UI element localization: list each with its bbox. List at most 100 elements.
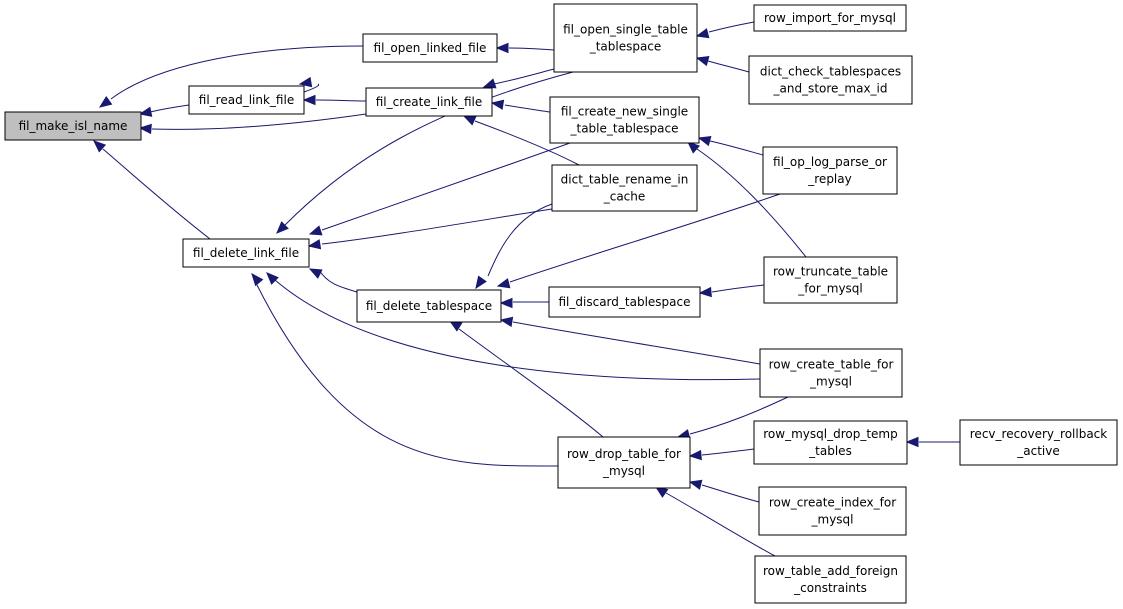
node-fil-open-single-table-tablespace[interactable]: fil_open_single_table_tablespace	[553, 3, 698, 73]
edge-line	[711, 284, 765, 293]
node-fil-make-isl-name[interactable]: fil_make_isl_name	[4, 111, 142, 141]
node-fil-delete-link-file[interactable]: fil_delete_link_file	[182, 238, 310, 268]
node-row-truncate-table-for-mysql[interactable]: row_truncate_table _for_mysql	[763, 256, 898, 304]
edge-fil_create_new_single_table_tablespace-to-fil_create_link_file	[490, 99, 551, 113]
node-label: _replay	[807, 172, 851, 186]
edge-line	[708, 21, 755, 33]
node-fil-open-linked-file[interactable]: fil_open_linked_file	[362, 33, 498, 63]
node-label: fil_create_link_file	[376, 95, 482, 109]
arrowhead-icon	[499, 316, 514, 328]
node-label: recv_recovery_rollback	[970, 427, 1108, 441]
edge-row_import_for_mysql-to-fil_open_single_table_tablespace	[695, 21, 755, 39]
node-row-table-add-foreign-constraints[interactable]: row_table_add_foreign_constraints	[754, 555, 907, 604]
node-label: fil_open_linked_file	[374, 41, 487, 55]
edge-line	[102, 148, 211, 240]
edge-fil_create_new_single_table_tablespace-to-fil_delete_link_file	[308, 142, 571, 236]
edge-line	[512, 321, 761, 365]
arrowhead-icon	[482, 78, 497, 89]
node-label: _cache	[603, 190, 646, 204]
node-box	[759, 348, 903, 398]
arrowhead-icon	[308, 268, 323, 279]
node-fil-delete-tablespace[interactable]: fil_delete_tablespace	[356, 289, 502, 323]
node-box	[754, 555, 907, 604]
node-dict-table-rename-in-cache[interactable]: dict_table_rename_in_cache	[551, 164, 698, 212]
node-label: fil_delete_tablespace	[366, 299, 492, 313]
node-label: fil_make_isl_name	[19, 119, 128, 133]
arrowhead-icon	[687, 141, 701, 154]
edge-line	[707, 60, 750, 73]
edge-row_drop_table_for_mysql-to-fil_delete_tablespace	[448, 320, 604, 438]
node-box	[362, 33, 498, 63]
node-label: _mysql	[811, 513, 854, 527]
node-box	[758, 486, 907, 536]
node-fil-discard-tablespace[interactable]: fil_discard_tablespace	[548, 286, 701, 318]
node-box	[549, 96, 700, 144]
edge-fil_op_log_parse_or_replay-to-fil_delete_tablespace	[496, 193, 781, 289]
node-box	[188, 85, 305, 115]
node-label: dict_check_tablespaces	[760, 65, 901, 79]
edges-layer	[93, 21, 960, 557]
node-box	[356, 289, 502, 323]
node-row-mysql-drop-temp-tables[interactable]: row_mysql_drop_temp_tables	[753, 420, 908, 465]
arrowhead-icon	[462, 115, 477, 126]
arrowhead-icon	[266, 272, 279, 285]
edge-line	[318, 269, 358, 293]
edge-line	[493, 68, 555, 85]
arrowhead-icon	[298, 76, 313, 88]
edge-line	[504, 104, 551, 113]
edge-line	[665, 492, 776, 557]
node-box	[753, 420, 908, 465]
node-row-create-index-for-mysql[interactable]: row_create_index_for_mysql	[758, 486, 907, 536]
edge-recv_recovery_rollback_active-to-row_mysql_drop_temp_tables	[905, 436, 960, 448]
arrowhead-icon	[688, 449, 702, 461]
node-label: _table_tablespace	[570, 122, 679, 136]
node-label: _active	[1016, 444, 1059, 458]
node-label: fil_open_single_table	[563, 23, 688, 37]
node-label: _for_mysql	[797, 282, 863, 296]
node-box	[4, 111, 142, 141]
edge-line	[509, 193, 781, 283]
edge-line	[315, 99, 367, 102]
edge-line	[508, 47, 555, 51]
node-fil-create-new-single-table-tablespace[interactable]: fil_create_new_single_table_tablespace	[549, 96, 700, 144]
arrowhead-icon	[698, 286, 712, 298]
arrowhead-icon	[688, 479, 703, 490]
edge-line	[487, 203, 553, 277]
node-label: row_drop_table_for	[567, 447, 681, 461]
node-row-import-for-mysql[interactable]: row_import_for_mysql	[753, 4, 907, 32]
arrowhead-icon	[251, 272, 264, 287]
node-fil-op-log-parse-or-replay[interactable]: fil_op_log_parse_or_replay	[762, 146, 898, 195]
edge-fil_discard_tablespace-to-fil_delete_tablespace	[499, 297, 549, 309]
edge-row_drop_table_for_mysql-to-fil_delete_link_file	[251, 272, 559, 467]
edge-fil_delete_link_file-to-fil_make_isl_name	[93, 140, 211, 240]
node-recv-recovery-rollback-active[interactable]: recv_recovery_rollback _active	[959, 419, 1118, 466]
node-row-drop-table-for-mysql[interactable]: row_drop_table_for_mysql	[557, 436, 691, 489]
node-label: row_truncate_table	[773, 265, 888, 279]
edge-line	[303, 83, 320, 93]
edge-line	[110, 45, 364, 100]
node-row-create-table-for-mysql[interactable]: row_create_table_for_mysql	[759, 348, 903, 398]
nodes-layer: fil_make_isl_namefil_open_linked_filefil…	[4, 3, 1118, 604]
arrowhead-icon	[905, 436, 919, 448]
edge-fil_delete_tablespace-to-fil_delete_link_file	[308, 268, 358, 293]
edge-line	[321, 208, 553, 245]
edge-line	[701, 448, 755, 456]
node-fil-create-link-file[interactable]: fil_create_link_file	[365, 87, 493, 117]
edge-row_create_table_for_mysql-to-fil_delete_link_file	[266, 272, 761, 381]
edge-line	[149, 104, 190, 113]
node-fil-read-link-file[interactable]: fil_read_link_file	[188, 85, 305, 115]
node-box	[748, 55, 913, 105]
edge-line	[709, 140, 764, 156]
arrowhead-icon	[307, 239, 322, 250]
edge-dict_table_rename_in_cache-to-fil_delete_link_file	[307, 208, 553, 250]
arrowhead-icon	[302, 94, 316, 106]
edge-line	[256, 284, 559, 467]
edge-row_table_add_foreign_constraints-to-row_drop_table_for_mysql	[654, 486, 776, 557]
arrowhead-icon	[495, 42, 509, 54]
arrowhead-icon	[490, 99, 505, 110]
node-label: _tables	[808, 444, 852, 458]
node-dict-check-tablespaces-and-store-max-id[interactable]: dict_check_tablespaces_and_store_max_id	[748, 55, 913, 105]
edge-fil_create_link_file-to-fil_make_isl_name	[138, 113, 367, 135]
edge-fil_create_link_file-to-fil_read_link_file	[302, 94, 367, 106]
arrowhead-icon	[697, 135, 712, 147]
